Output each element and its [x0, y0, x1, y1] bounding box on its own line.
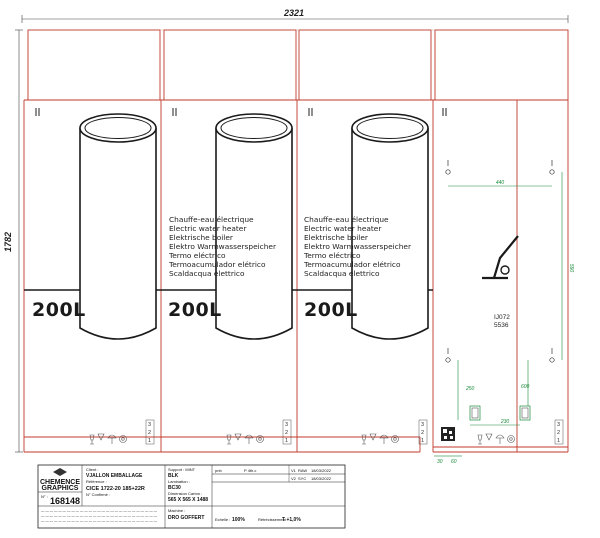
svg-text:590: 590	[568, 264, 574, 273]
svg-text:Chauffe-eau électrique: Chauffe-eau électrique	[304, 215, 389, 224]
svg-text:Rétrécissement :: Rétrécissement :	[258, 517, 288, 522]
svg-text:250: 250	[465, 386, 475, 392]
volume-label-1: 200L	[32, 299, 86, 321]
svg-text:T +1,0%: T +1,0%	[282, 517, 301, 523]
svg-text:Electric water heater: Electric water heater	[304, 224, 382, 233]
barcode-marker	[441, 427, 455, 441]
svg-text:GRAPHICS: GRAPHICS	[42, 485, 79, 492]
svg-text:18/03/2022: 18/03/2022	[311, 476, 332, 481]
svg-text:CHEMENCE: CHEMENCE	[40, 479, 80, 486]
foot-blocks	[469, 405, 531, 421]
volume-label-3: 200L	[304, 299, 358, 321]
svg-text:Chauffe-eau électrique: Chauffe-eau électrique	[169, 215, 254, 224]
handling-icons-4	[477, 433, 515, 445]
svg-text:Scaldacqua elettrico: Scaldacqua elettrico	[169, 269, 245, 278]
svg-text:3: 3	[148, 422, 151, 428]
volume-label-2: 200L	[168, 299, 222, 321]
svg-text:V1: V1	[291, 468, 297, 473]
handling-icons-1	[89, 433, 127, 445]
svg-text:CICE 1722-20 185+22R: CICE 1722-20 185+22R	[86, 486, 145, 492]
hand-truck-icon	[482, 235, 519, 280]
svg-text:Termoacumulador elétrico: Termoacumulador elétrico	[303, 260, 401, 269]
svg-text:P 4th.c: P 4th.c	[244, 468, 256, 473]
orientation-mark-4	[442, 107, 447, 117]
svg-text:3: 3	[285, 422, 288, 428]
svg-text:1: 1	[557, 438, 560, 444]
svg-text:Dimension Carton :: Dimension Carton :	[168, 491, 202, 496]
water-heater-illustration-1	[79, 113, 157, 340]
svg-text:1: 1	[148, 438, 151, 444]
svg-text:Scaldacqua elettrico: Scaldacqua elettrico	[304, 269, 380, 278]
title-block: CHEMENCE GRAPHICS N° : 168148 — — — — — …	[37, 464, 346, 529]
svg-text:3: 3	[557, 422, 560, 428]
svg-text:N° :: N° :	[41, 494, 48, 499]
svg-text:Echelle :: Echelle :	[215, 517, 230, 522]
stacking-marks	[145, 419, 564, 445]
svg-text:230: 230	[500, 419, 510, 425]
svg-text:Elektrische boiler: Elektrische boiler	[169, 233, 234, 242]
overall-width-label: 2321	[283, 8, 304, 18]
svg-text:— — — — — — — — — — — — — — —: — — — — — — — — — — — — — — — — — — — — …	[41, 519, 158, 523]
svg-text:BC30: BC30	[168, 485, 181, 491]
orientation-mark-1	[35, 107, 40, 117]
svg-text:BLK: BLK	[168, 473, 179, 479]
svg-text:60: 60	[451, 459, 457, 465]
svg-text:RAW: RAW	[298, 468, 307, 473]
svg-text:Support : MINT: Support : MINT	[168, 467, 196, 472]
svg-text:Termo eléctrico: Termo eléctrico	[303, 251, 361, 260]
svg-text:100%: 100%	[232, 517, 245, 523]
svg-text:2: 2	[421, 430, 424, 436]
svg-text:— — — — — — — — — — — — — — —: — — — — — — — — — — — — — — — — — — — — …	[41, 509, 158, 513]
die-cut-outline	[23, 29, 569, 453]
svg-text:168148: 168148	[50, 496, 80, 506]
svg-text:18/03/2022: 18/03/2022	[311, 468, 332, 473]
svg-text:SYC: SYC	[298, 476, 306, 481]
svg-text:Termo eléctrico: Termo eléctrico	[168, 251, 226, 260]
svg-text:440: 440	[496, 180, 505, 186]
svg-text:VJALLON EMBALLAGE: VJALLON EMBALLAGE	[86, 473, 143, 479]
svg-text:V2: V2	[291, 476, 297, 481]
side-panel-holes	[445, 160, 555, 363]
svg-text:pnb: pnb	[215, 468, 222, 473]
orientation-mark-3	[308, 107, 313, 117]
svg-text:1: 1	[285, 438, 288, 444]
svg-text:2: 2	[557, 430, 560, 436]
product-names-panel-3: Chauffe-eau électrique Electric water he…	[303, 215, 412, 278]
svg-text:30: 30	[437, 459, 443, 465]
svg-text:2: 2	[285, 430, 288, 436]
svg-text:600: 600	[521, 384, 530, 390]
svg-text:565 X 565 X 1488: 565 X 565 X 1488	[168, 497, 208, 503]
svg-text:— — — — — — — — — — — — — — —: — — — — — — — — — — — — — — — — — — — — …	[41, 514, 158, 518]
svg-text:Client :: Client :	[86, 467, 98, 472]
handling-icons-2	[226, 433, 264, 445]
svg-text:Elektro Warmwasserspeicher: Elektro Warmwasserspeicher	[169, 242, 277, 251]
overall-height-label: 1782	[3, 232, 13, 252]
ref-line-2: 5536	[494, 322, 509, 329]
svg-text:2: 2	[148, 430, 151, 436]
svg-text:1: 1	[421, 438, 424, 444]
svg-text:N° Confirmé :: N° Confirmé :	[86, 492, 110, 497]
svg-text:Référence :: Référence :	[86, 479, 107, 484]
svg-text:Elektrische boiler: Elektrische boiler	[304, 233, 369, 242]
svg-text:Termoacumulador elétrico: Termoacumulador elétrico	[168, 260, 266, 269]
orientation-mark-2	[172, 107, 177, 117]
svg-text:Electric water heater: Electric water heater	[169, 224, 247, 233]
svg-text:Elektro Warmwasserspeicher: Elektro Warmwasserspeicher	[304, 242, 412, 251]
product-names-panel-2: Chauffe-eau électrique Electric water he…	[168, 215, 277, 278]
ref-line-1: IJ072	[494, 314, 510, 321]
handling-icons-3	[361, 433, 399, 445]
svg-text:DRO GOFFERT: DRO GOFFERT	[168, 515, 204, 521]
svg-text:Lamination :: Lamination :	[168, 479, 190, 484]
svg-text:3: 3	[421, 422, 424, 428]
svg-text:Machine :: Machine :	[168, 508, 185, 513]
